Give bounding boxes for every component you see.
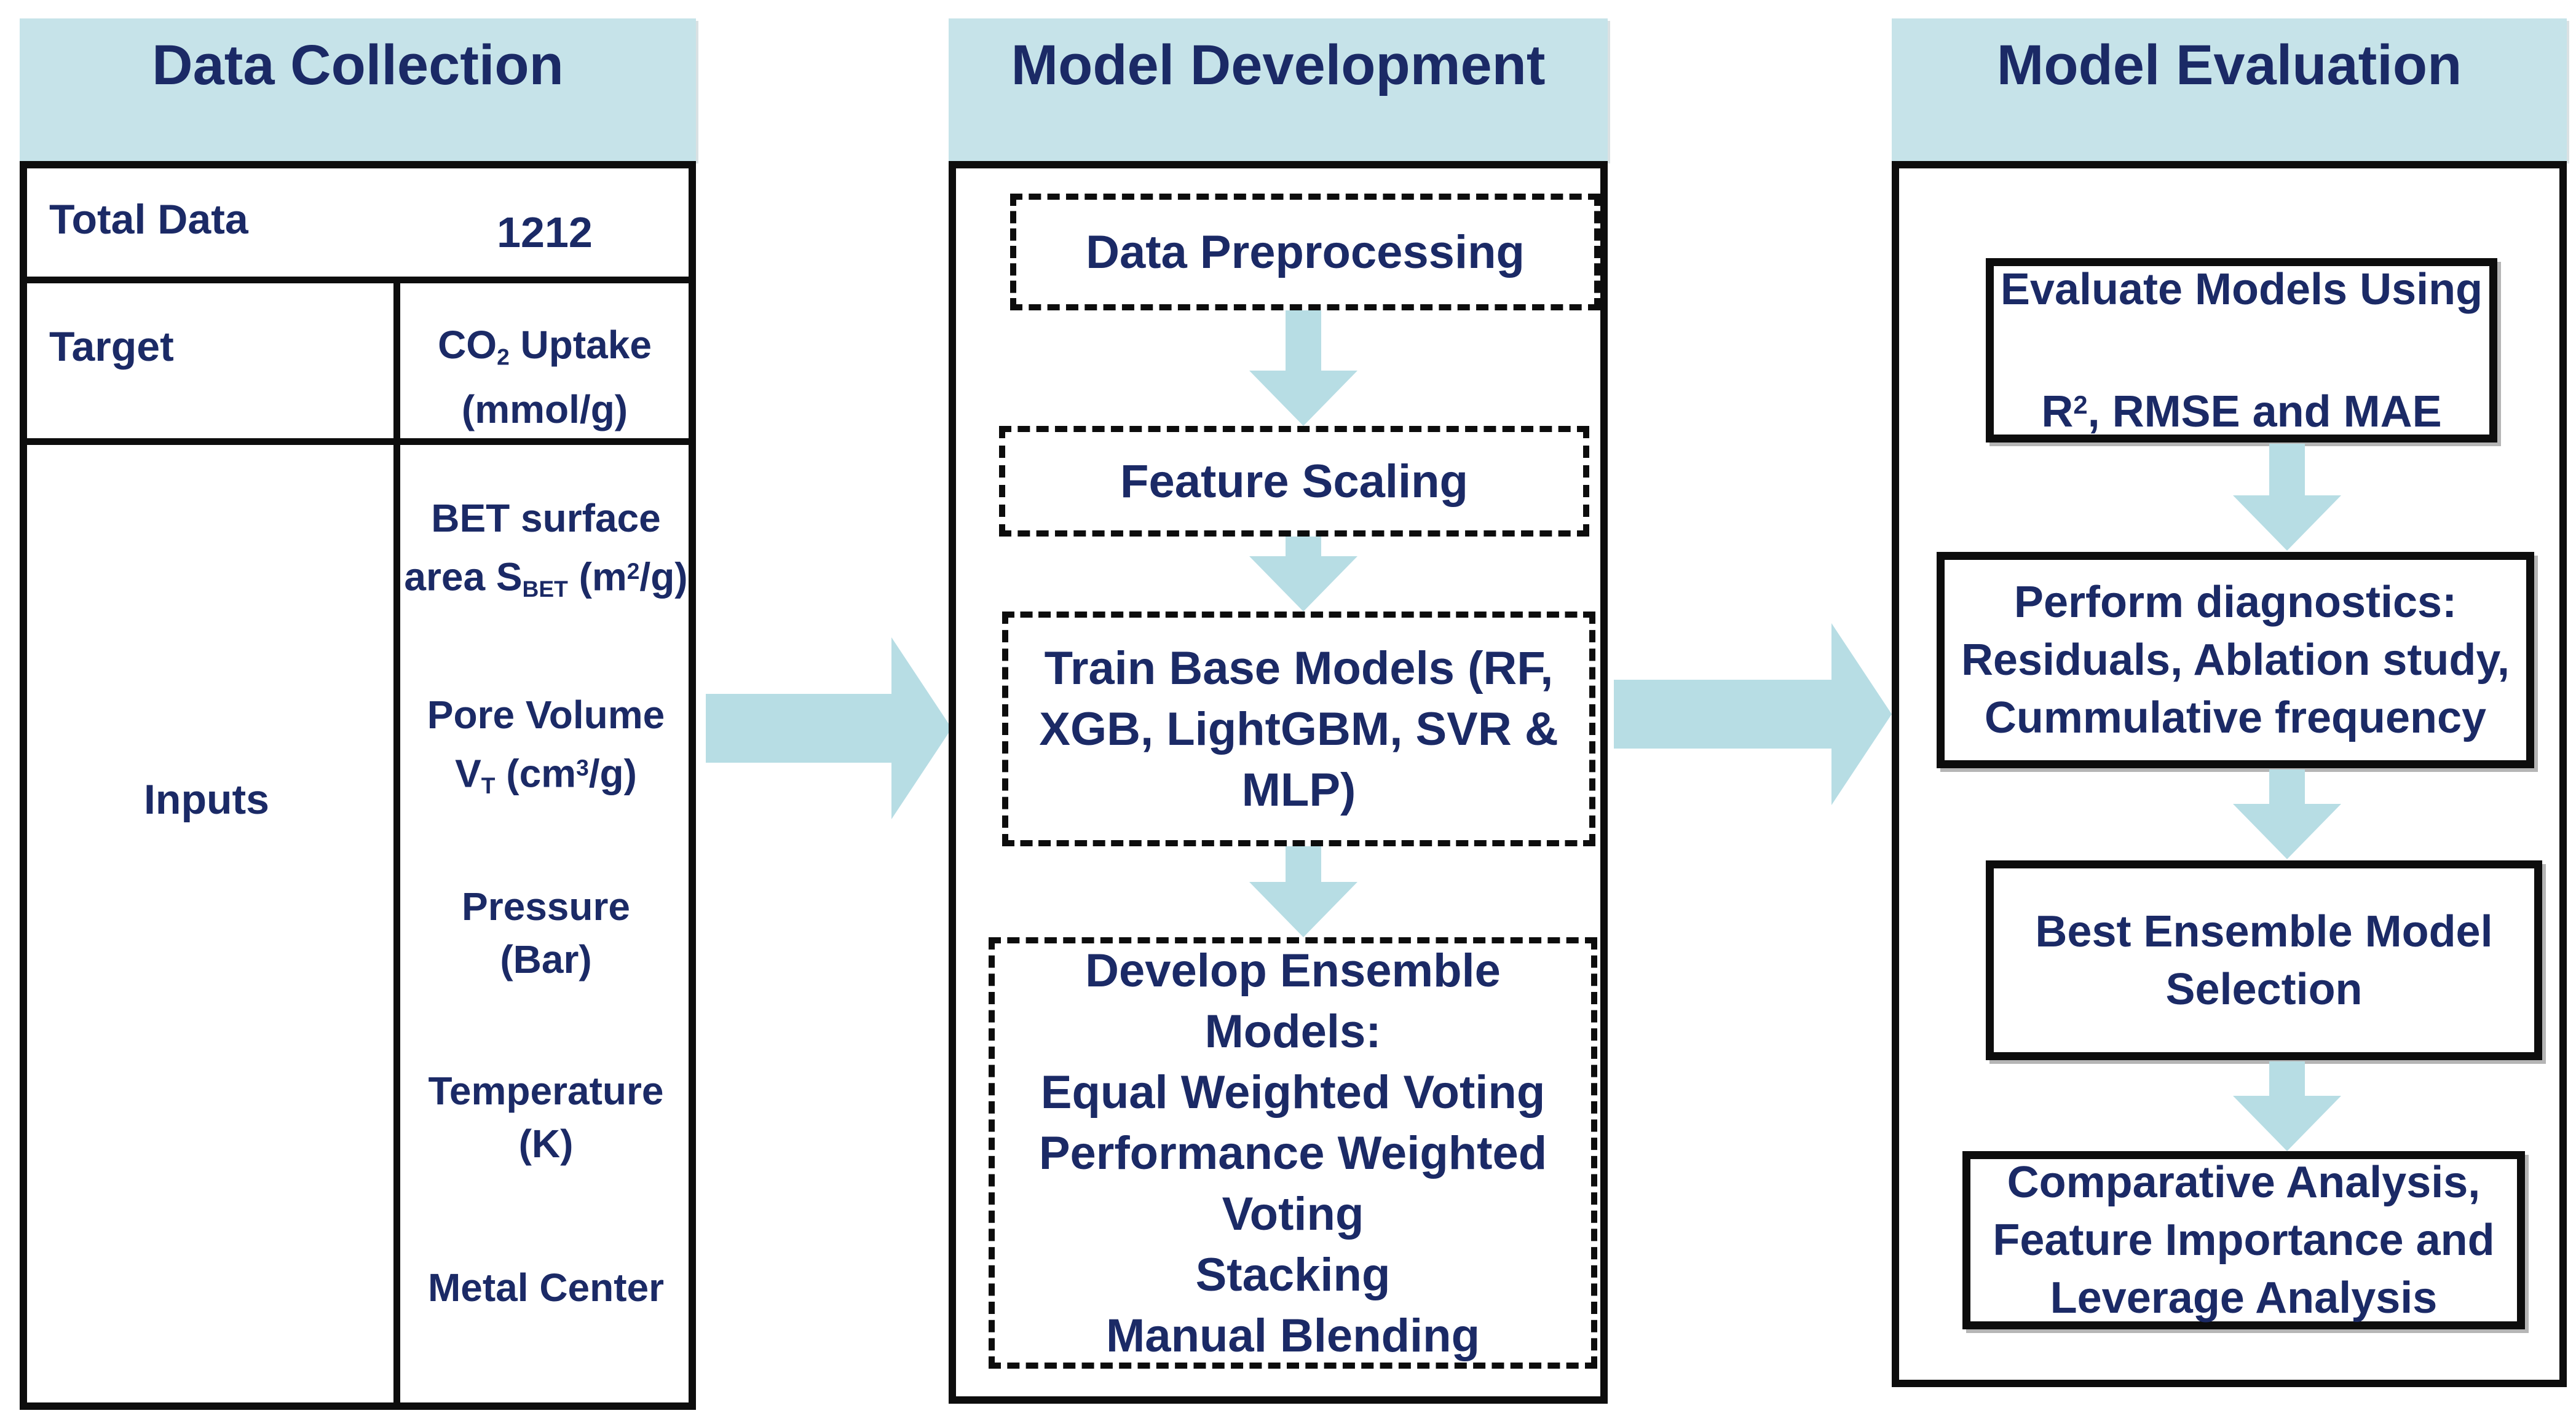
step-train-base-models: Train Base Models (RF, XGB, LightGBM, SV…: [1002, 612, 1595, 846]
step-best-ensemble-selection: Best Ensemble Model Selection: [1986, 860, 2542, 1060]
data-collection-table: [20, 161, 696, 1410]
step-comparative-analysis: Comparative Analysis, Feature Importance…: [1962, 1151, 2525, 1329]
arrow-diagnostics-to-selection: [2233, 769, 2341, 859]
arrow-middle-to-right: [1614, 622, 1892, 806]
model-evaluation-header: Model Evaluation: [1892, 18, 2567, 161]
table-divider-2: [20, 438, 696, 445]
input-temperature: Temperature (K): [428, 1069, 664, 1166]
evaluate-line1: Evaluate Models Using: [2000, 264, 2483, 314]
total-data-label: Total Data: [49, 196, 248, 243]
arrow-left-to-middle: [706, 636, 952, 820]
input-pore-volume: Pore Volume VT (cm3/g): [427, 693, 665, 798]
total-data-value: 1212: [497, 208, 593, 256]
arrow-head-icon: [1249, 556, 1357, 612]
step-perform-diagnostics: Perform diagnostics: Residuals, Ablation…: [1937, 552, 2534, 768]
target-value-line2: (mmol/g): [461, 387, 628, 432]
arrow-preprocessing-to-scaling: [1249, 310, 1357, 426]
step-feature-scaling: Feature Scaling: [999, 426, 1589, 537]
input-bet: BET surface area SBET (m2/g): [404, 496, 688, 602]
arrow-head-icon: [1831, 623, 1892, 805]
arrow-selection-to-comparative: [2233, 1061, 2341, 1151]
arrow-scaling-to-train: [1249, 537, 1357, 612]
arrow-head-icon: [2233, 1096, 2341, 1151]
model-development-header: Model Development: [949, 18, 1608, 161]
table-divider-1: [20, 277, 696, 283]
step-develop-ensemble-models: Develop Ensemble Models: Equal Weighted …: [989, 937, 1597, 1369]
model-evaluation-title: Model Evaluation: [1996, 33, 2462, 96]
arrow-head-icon: [2233, 495, 2341, 551]
arrow-evaluate-to-diagnostics: [2233, 444, 2341, 551]
model-development-title: Model Development: [1011, 33, 1546, 96]
data-collection-header: Data Collection: [20, 18, 696, 161]
input-metal-center: Metal Center: [427, 1265, 665, 1310]
target-value: CO2 Uptake (mmol/g): [400, 318, 689, 436]
evaluate-line2: R2, RMSE and MAE: [2041, 387, 2442, 436]
step-evaluate-models: Evaluate Models Using R2, RMSE and MAE: [1986, 258, 2497, 442]
step-data-preprocessing: Data Preprocessing: [1010, 194, 1600, 310]
arrow-head-icon: [1249, 882, 1357, 937]
inputs-label: Inputs: [144, 776, 269, 823]
target-label: Target: [49, 323, 174, 370]
arrow-head-icon: [2233, 804, 2341, 859]
arrow-head-icon: [1249, 371, 1357, 426]
arrow-head-icon: [891, 637, 952, 819]
data-collection-title: Data Collection: [152, 33, 564, 96]
arrow-train-to-ensemble: [1249, 846, 1357, 937]
table-column-divider: [393, 280, 400, 1404]
target-value-line1: CO2 Uptake: [438, 323, 652, 370]
input-pressure: Pressure (Bar): [462, 884, 630, 981]
model-development-box: [949, 161, 1608, 1404]
